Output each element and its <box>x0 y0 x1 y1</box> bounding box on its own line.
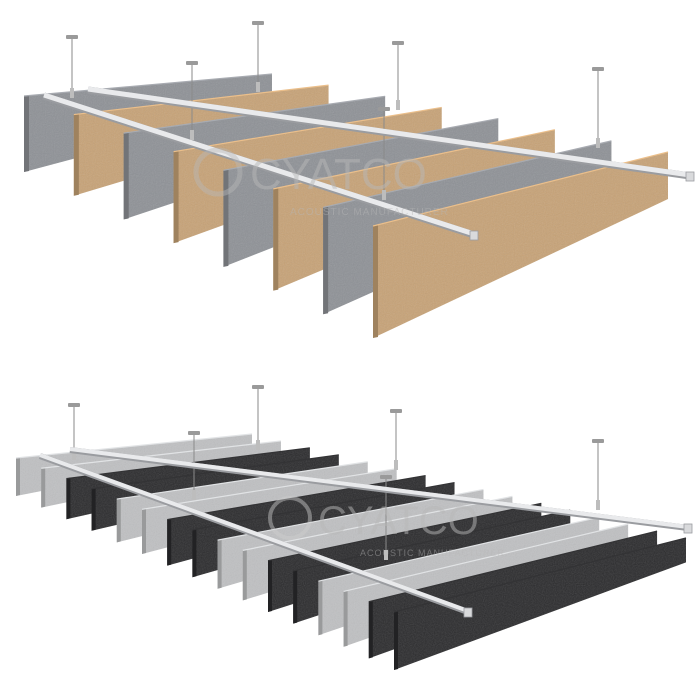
ceiling-clip <box>252 385 264 389</box>
baffle-edge <box>192 528 197 578</box>
baffle-edge <box>273 187 279 291</box>
carrier-rail <box>87 86 691 178</box>
ceiling-clip <box>252 21 264 25</box>
baffle-edge <box>343 590 348 647</box>
ceiling-clip <box>392 41 404 45</box>
watermark-logo: CYATCO ACOUSTIC MANUFACTURER <box>268 496 505 558</box>
cable-gripper <box>382 190 386 200</box>
watermark-logo: CYATCO ACOUSTIC MANUFACTURER <box>193 147 449 218</box>
baffle-top-edge <box>242 495 513 551</box>
watermark-subtext: ACOUSTIC MANUFACTURER <box>360 548 505 558</box>
rail-end-cap <box>685 171 695 182</box>
baffle-edge <box>142 508 146 554</box>
watermark-subtext: ACOUSTIC MANUFACTURER <box>290 207 449 218</box>
baffle-edge <box>91 487 96 531</box>
cable-gripper <box>190 130 194 140</box>
ceiling-clip <box>592 67 604 71</box>
baffle-top-edge <box>116 461 368 500</box>
cable-gripper <box>596 138 600 148</box>
baffle-top-edge <box>368 530 658 603</box>
baffle-top-edge <box>343 523 629 593</box>
cable-gripper <box>396 100 400 110</box>
baffle-top-edge <box>267 502 542 562</box>
baffle-texture <box>373 152 668 338</box>
ceiling-clip <box>186 61 198 65</box>
ceiling-clip <box>188 431 200 435</box>
baffle-edge <box>368 600 373 659</box>
baffle-top-edge <box>91 454 339 490</box>
baffle-edge <box>41 467 46 508</box>
baffle-edge <box>268 559 272 612</box>
cable-gripper <box>70 88 74 98</box>
baffle-edge <box>73 113 79 196</box>
cable-gripper <box>596 500 600 510</box>
ceiling-clip <box>68 403 80 407</box>
baffle-edge <box>217 539 222 589</box>
baffle-edge <box>394 611 398 670</box>
baffle-edge <box>173 150 179 244</box>
baffle-edge <box>167 518 172 566</box>
baffle-top-edge <box>173 106 442 153</box>
rail-end-cap <box>683 523 693 534</box>
watermark-text: CYATCO <box>318 499 479 543</box>
ceiling-clip <box>378 107 390 111</box>
baffle-edge <box>16 457 20 496</box>
baffle-edge <box>223 169 229 267</box>
carrier-rail <box>43 92 475 237</box>
baffle-edge <box>373 225 378 338</box>
baffle-top-edge <box>15 433 253 459</box>
baffle-edge <box>318 580 323 636</box>
ceiling-clip <box>390 409 402 413</box>
rail-end-cap <box>469 230 479 241</box>
baffle-top-edge <box>23 73 273 97</box>
rail-end-cap <box>463 607 473 618</box>
watermark-text: CYATCO <box>250 150 427 199</box>
baffle-edge <box>66 477 71 520</box>
carrier-rail <box>69 447 689 529</box>
ceiling-clip <box>66 35 78 39</box>
baffle-top-edge <box>318 516 600 582</box>
baffle-top-edge <box>223 117 499 171</box>
cable-gripper <box>72 450 76 460</box>
baffle-top-edge <box>141 468 397 510</box>
baffle-top-edge <box>293 509 571 572</box>
baffle-top-edge <box>323 140 612 209</box>
cable-gripper <box>256 440 260 450</box>
baffle-edge <box>293 569 298 624</box>
ceiling-clip <box>380 475 392 479</box>
carrier-rail <box>39 453 469 613</box>
cable-gripper <box>256 82 260 92</box>
ceiling-clip <box>592 439 604 443</box>
baffle-top-edge <box>167 475 426 521</box>
baffle-texture <box>394 538 686 670</box>
cable-gripper <box>394 460 398 470</box>
baffle-edge <box>116 498 121 543</box>
baffle-top-edge <box>41 440 282 469</box>
baffle-edge <box>323 206 329 315</box>
cable-gripper <box>384 550 388 560</box>
baffle-edge <box>242 549 247 601</box>
baffle-ceiling-bottom: CYATCO ACOUSTIC MANUFACTURER <box>15 385 693 670</box>
baffle-edge <box>123 132 129 220</box>
baffle-ceiling-top: CYATCO ACOUSTIC MANUFACTURER <box>23 21 695 338</box>
baffle-edge <box>24 95 29 172</box>
baffle-top-edge <box>73 84 329 116</box>
baffle-top-edge <box>273 129 555 190</box>
cable-gripper <box>192 490 196 500</box>
